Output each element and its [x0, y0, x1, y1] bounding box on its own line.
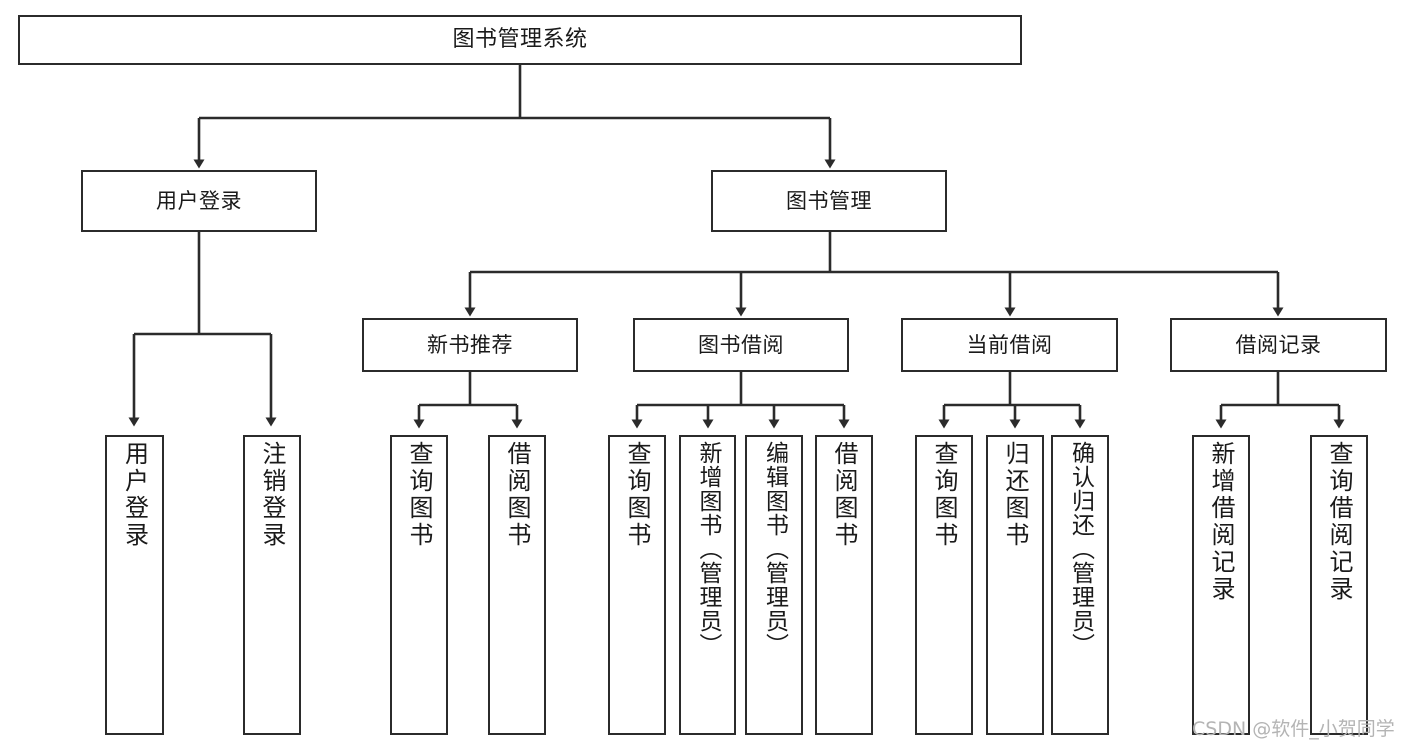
- node-book-borrow[interactable]: 图书借阅: [633, 318, 849, 372]
- leaf-borrow-book[interactable]: 借阅图书: [815, 435, 873, 735]
- node-label: 用户登录: [120, 441, 149, 549]
- node-label: 新增图书（管理员）: [695, 441, 721, 657]
- leaf-edit-book-admin[interactable]: 编辑图书（管理员）: [745, 435, 803, 735]
- node-user-login[interactable]: 用户登录: [81, 170, 317, 232]
- node-label: 编辑图书（管理员）: [761, 441, 788, 657]
- node-book-management[interactable]: 图书管理: [711, 170, 947, 232]
- node-label: 新增借阅记录: [1207, 441, 1235, 603]
- node-label: 注销登录: [258, 441, 286, 549]
- leaf-query-borrow-record[interactable]: 查询借阅记录: [1310, 435, 1368, 735]
- node-label: 查询图书: [623, 441, 651, 549]
- node-label: 当前借阅: [966, 332, 1053, 357]
- node-label: 用户登录: [156, 188, 242, 213]
- node-borrow-record[interactable]: 借阅记录: [1170, 318, 1387, 372]
- node-label: 新书推荐: [427, 332, 513, 357]
- node-label: 借阅图书: [830, 441, 858, 549]
- leaf-add-book-admin[interactable]: 新增图书（管理员）: [679, 435, 736, 735]
- node-label: 查询图书: [930, 441, 958, 549]
- leaf-user-logout[interactable]: 注销登录: [243, 435, 301, 735]
- node-label: 图书管理系统: [452, 27, 588, 53]
- leaf-query-book-borrow[interactable]: 查询图书: [608, 435, 666, 735]
- leaf-user-login[interactable]: 用户登录: [105, 435, 164, 735]
- leaf-borrow-book-recommend[interactable]: 借阅图书: [488, 435, 546, 735]
- node-root-book-management-system[interactable]: 图书管理系统: [18, 15, 1022, 65]
- node-label: 图书借阅: [698, 332, 784, 357]
- node-label: 查询借阅记录: [1325, 441, 1353, 603]
- node-label: 确认归还（管理员）: [1067, 441, 1094, 657]
- node-label: 查询图书: [405, 441, 433, 549]
- leaf-query-book-current[interactable]: 查询图书: [915, 435, 973, 735]
- node-label: 借阅记录: [1235, 332, 1322, 357]
- node-new-book-recommend[interactable]: 新书推荐: [362, 318, 578, 372]
- node-label: 归还图书: [1001, 441, 1029, 549]
- leaf-confirm-return-admin[interactable]: 确认归还（管理员）: [1051, 435, 1109, 735]
- node-current-borrow[interactable]: 当前借阅: [901, 318, 1118, 372]
- csdn-watermark: CSDN @软件_小贺同学: [1192, 718, 1395, 740]
- leaf-query-book-recommend[interactable]: 查询图书: [390, 435, 448, 735]
- leaf-add-borrow-record[interactable]: 新增借阅记录: [1192, 435, 1250, 735]
- leaf-return-book[interactable]: 归还图书: [986, 435, 1044, 735]
- node-label: 图书管理: [786, 188, 872, 213]
- node-label: 借阅图书: [503, 441, 531, 549]
